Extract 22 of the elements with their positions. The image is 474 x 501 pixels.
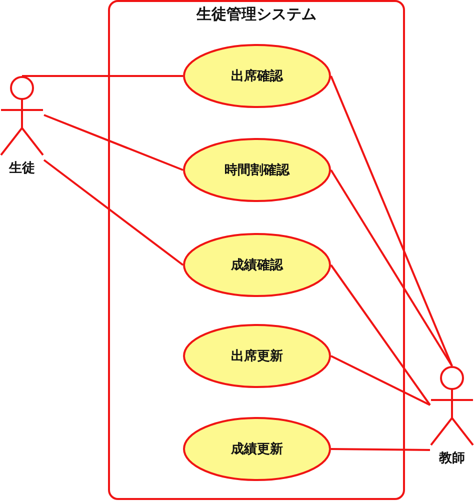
actor-label: 教師 [439, 450, 465, 466]
association-line [330, 355, 430, 406]
use-case-label: 成績更新 [231, 441, 283, 457]
use-case-label: 成績確認 [231, 257, 283, 273]
use-case-label: 出席確認 [231, 68, 283, 84]
use-case-ellipse [183, 44, 331, 108]
use-case-label: 出席更新 [231, 348, 283, 364]
system-title: 生徒管理システム [196, 6, 316, 24]
use-case-ellipse [183, 417, 331, 481]
actor-label: 生徒 [9, 160, 35, 176]
association-line [330, 264, 431, 406]
use-case-ellipse [183, 138, 331, 202]
association-line [43, 159, 184, 266]
use-case-ellipse [183, 233, 331, 297]
association-line [330, 76, 453, 366]
system-boundary [108, 0, 405, 500]
use-case-ellipse [183, 324, 331, 388]
association-line [22, 75, 183, 77]
use-case-label: 時間割確認 [224, 162, 290, 178]
association-line [330, 448, 430, 451]
association-line [44, 114, 184, 171]
association-line [330, 169, 453, 367]
